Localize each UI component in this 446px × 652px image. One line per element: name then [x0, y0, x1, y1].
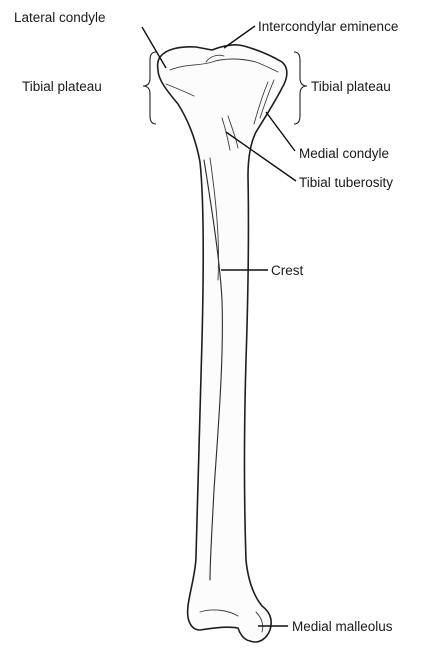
label-medial-malleolus: Medial malleolus — [292, 619, 393, 634]
label-intercondylar-eminence: Intercondylar eminence — [258, 19, 398, 34]
tibial-plateau-brace-left — [143, 52, 156, 124]
leader-lateral-condyle — [142, 27, 166, 68]
leader-medial-condyle — [266, 112, 295, 151]
label-medial-condyle: Medial condyle — [299, 146, 389, 161]
label-lateral-condyle: Lateral condyle — [14, 10, 106, 25]
label-tibial-tuberosity: Tibial tuberosity — [299, 175, 393, 190]
label-crest: Crest — [271, 263, 304, 278]
tibial-plateau-brace-right — [294, 52, 307, 124]
label-tibial-plateau-left: Tibial plateau — [22, 79, 102, 94]
label-tibial-plateau-right: Tibial plateau — [311, 79, 391, 94]
